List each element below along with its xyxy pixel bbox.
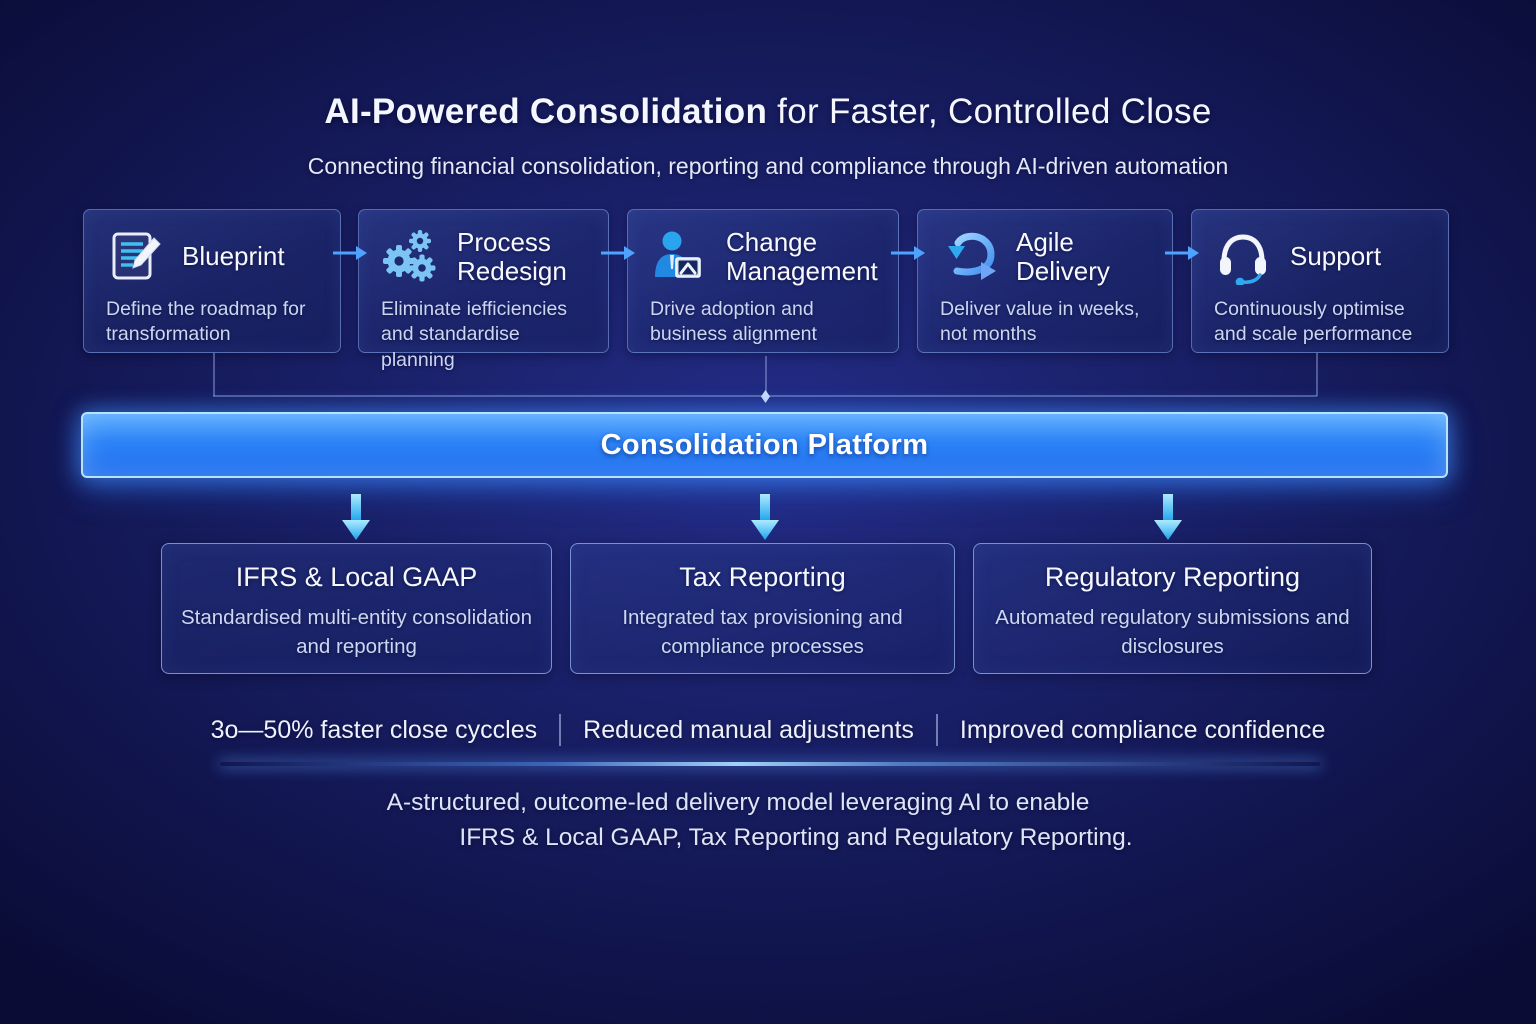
flow-arrow-icon: [333, 246, 367, 260]
page-title-rest: for Faster, Controlled Close: [767, 92, 1212, 131]
process-card-description: Drive adoption and business alignment: [650, 298, 817, 346]
bracket-line-center: [765, 356, 767, 392]
stat-divider: [559, 714, 562, 746]
output-box-description: Integrated tax provisioning and complian…: [622, 606, 903, 659]
page-title-strong: AI-Powered Consolidation: [324, 92, 768, 131]
process-card-support: Support Continuously optimise and scale …: [1191, 209, 1449, 353]
flow-arrow-icon: [891, 246, 925, 260]
bracket-line-left: [213, 353, 215, 396]
bracket-line-right: [1316, 353, 1318, 396]
process-card-title: Process Redesign: [457, 226, 567, 286]
output-box-title: IFRS & Local GAAP: [235, 562, 478, 592]
page-title: AI-Powered Consolidation for Faster, Con…: [0, 92, 1536, 132]
benefits-row: 3o—50% faster close cyccles Reduced manu…: [0, 714, 1536, 746]
output-box-ifrs-local-gaap: IFRS & Local GAAP Standardised multi-ent…: [161, 543, 552, 674]
footer-line-1: A-structured, outcome-led delivery model…: [386, 789, 1090, 816]
output-box-title: Tax Reporting: [679, 562, 846, 592]
process-card-change-management: Change Management Drive adoption and bus…: [627, 209, 899, 353]
headset-icon: [1214, 228, 1272, 286]
output-box-title: Regulatory Reporting: [1044, 562, 1301, 592]
flow-arrow-icon: [601, 246, 635, 260]
consolidation-platform-label: Consolidation Platform: [600, 428, 929, 461]
page-subtitle: Connecting financial consolidation, repo…: [307, 153, 1229, 179]
output-box-regulatory-reporting: Regulatory Reporting Automated regulator…: [973, 543, 1372, 674]
process-card-title: Support: [1290, 241, 1382, 272]
process-card-process-redesign: Process Redesign Eliminate iefficiencies…: [358, 209, 609, 371]
benefit-stat: 3o—50% faster close cyccles: [210, 715, 538, 744]
benefit-stat: Reduced manual adjustments: [583, 715, 914, 744]
document-pencil-icon: [106, 228, 164, 286]
process-card-description: Define the roadmap for transformation: [106, 298, 306, 346]
footer-line-2: IFRS & Local GAAP, Tax Reporting and Reg…: [459, 824, 1133, 851]
gears-icon: [381, 228, 439, 286]
loop-arrow-icon: [940, 228, 998, 286]
output-box-tax-reporting: Tax Reporting Integrated tax provisionin…: [570, 543, 955, 674]
process-card-description: Deliver value in weeks, not months: [940, 298, 1140, 346]
flow-arrow-icon: [1165, 246, 1199, 260]
down-arrow-icon: [751, 494, 779, 540]
consolidation-platform-bar: Consolidation Platform: [81, 412, 1448, 478]
process-card-title: Agile Delivery: [1016, 226, 1110, 286]
person-chart-icon: [650, 228, 708, 286]
process-card-description: Eliminate iefficiencies and standardise …: [381, 298, 568, 371]
process-card-description: Continuously optimise and scale performa…: [1214, 298, 1413, 346]
output-box-description: Standardised multi-entity consolidation …: [181, 606, 532, 659]
process-card-title: Change Management: [726, 226, 878, 286]
process-card-blueprint: Blueprint Define the roadmap for transfo…: [83, 209, 341, 353]
down-arrow-icon: [342, 494, 370, 540]
glow-divider: [220, 762, 1320, 766]
process-card-agile-delivery: Agile Delivery Deliver value in weeks, n…: [917, 209, 1173, 353]
diamond-connector-icon: [761, 390, 770, 403]
output-box-description: Automated regulatory submissions and dis…: [995, 606, 1350, 659]
benefit-stat: Improved compliance confidence: [959, 715, 1326, 744]
down-arrow-icon: [1154, 494, 1182, 540]
stat-divider: [935, 714, 938, 746]
process-card-title: Blueprint: [182, 241, 285, 272]
